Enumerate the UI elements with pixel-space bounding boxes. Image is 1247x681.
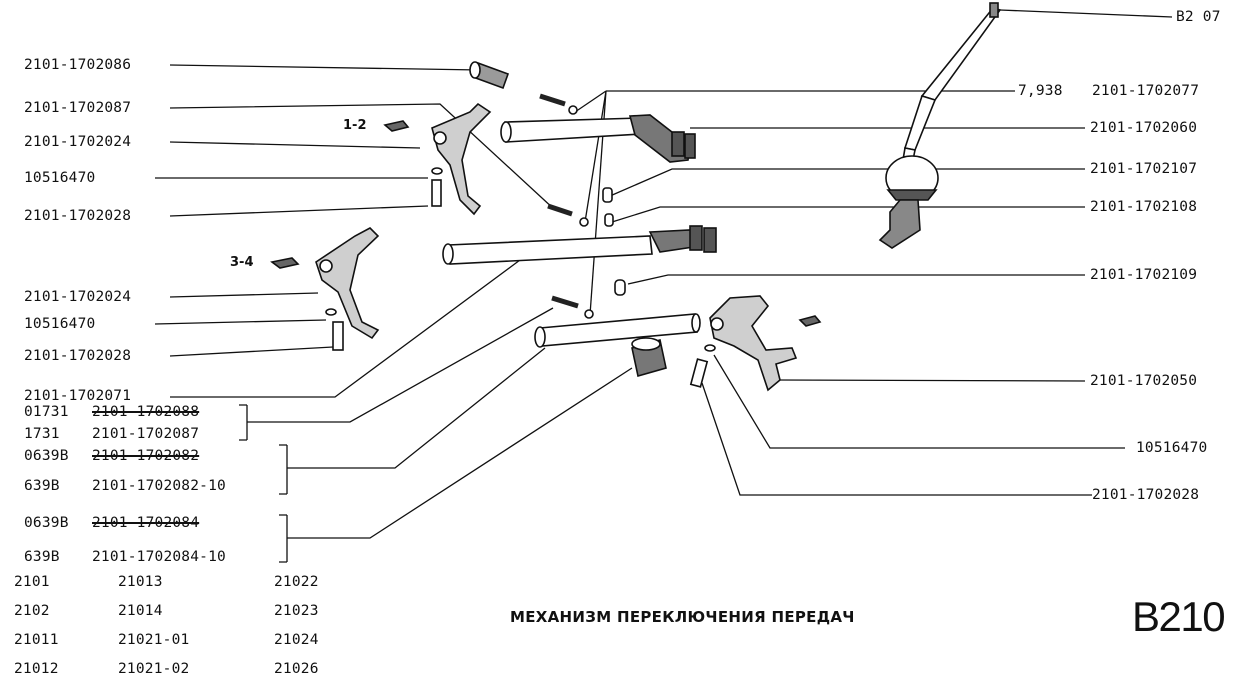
arrow-reverse-icon: [798, 315, 822, 327]
ball-bottom: [584, 309, 594, 319]
page-code: B210: [1132, 593, 1226, 640]
group1-new-part: 2101-1702087: [92, 426, 200, 442]
shaft-3-4: [442, 225, 717, 265]
plunger-109: [614, 279, 626, 296]
label-bushing: 2101-1702086: [24, 57, 132, 73]
plunger-108: [604, 213, 614, 227]
group3-new-part: 2101-1702084-10: [92, 549, 226, 565]
group3-new-code: 639B: [24, 549, 60, 565]
gear-mark-1-2: 1-2: [343, 118, 367, 133]
model-cell: 21021-01: [118, 632, 190, 648]
spring-middle: [547, 203, 573, 217]
group1-new-code: 1731: [24, 426, 60, 442]
model-cell: 2102: [14, 603, 50, 619]
group2-old-code: 0639B: [24, 448, 69, 464]
arrow-1-2-icon: [383, 120, 410, 132]
model-cell: 21023: [274, 603, 319, 619]
label-plunger-108: 2101-1702108: [1090, 199, 1198, 215]
model-cell: 21013: [118, 574, 163, 590]
leader-lines: [154, 9, 1173, 563]
gear-mark-3-4: 3-4: [230, 255, 254, 270]
label-plunger-107: 2101-1702107: [1090, 161, 1198, 177]
model-cell: 21011: [14, 632, 59, 648]
fork-3-4: [315, 227, 380, 340]
ball-top: [568, 105, 578, 115]
label-bolt-3: 2101-1702028: [1092, 487, 1200, 503]
bushing-part: [469, 61, 510, 90]
label-fork-3-4: 2101-1702024: [24, 289, 132, 305]
label-fork-1-2: 2101-1702024: [24, 134, 132, 150]
fork-reverse: [709, 295, 798, 392]
bushing-lower: [631, 337, 667, 378]
label-washer-2: 10516470: [24, 316, 96, 332]
model-cell: 21021-02: [118, 661, 190, 677]
bolt-2: [332, 321, 344, 351]
group2-new-code: 639B: [24, 478, 60, 494]
label-bolt-1: 2101-1702028: [24, 208, 132, 224]
parts: [270, 2, 1002, 392]
fork-1-2: [431, 102, 492, 216]
label-shaft-3-4: 2101-1702071: [24, 388, 132, 404]
plunger-107: [602, 187, 613, 203]
arrow-3-4-icon: [270, 257, 300, 269]
label-ball-size: 7,938: [1018, 83, 1063, 99]
spring-bottom: [551, 295, 579, 309]
group2-new-part: 2101-1702082-10: [92, 478, 226, 494]
ball-middle: [579, 217, 589, 227]
bolt-1: [431, 179, 442, 207]
group1-old-code: 01731: [24, 404, 69, 420]
group3-old-code: 0639B: [24, 515, 69, 531]
label-b2-07: B2 07: [1176, 9, 1221, 25]
label-fork-reverse: 2101-1702050: [1090, 373, 1198, 389]
model-cell: 21012: [14, 661, 59, 677]
washer-3: [704, 344, 716, 352]
label-washer-3: 10516470: [1136, 440, 1208, 456]
label-shaft-1-2: 2101-1702060: [1090, 120, 1198, 136]
washer-1: [431, 167, 443, 175]
model-cell: 21024: [274, 632, 319, 648]
model-cell: 21014: [118, 603, 163, 619]
label-spring: 2101-1702087: [24, 100, 132, 116]
label-ball: 2101-1702077: [1092, 83, 1200, 99]
model-cell: 2101: [14, 574, 50, 590]
washer-2: [325, 308, 337, 316]
gear-lever: [878, 2, 1002, 249]
shaft-reverse: [534, 313, 701, 348]
spring-top: [539, 93, 566, 107]
label-plunger-109: 2101-1702109: [1090, 267, 1198, 283]
group3-old-part: 2101-1702084: [92, 515, 200, 531]
model-cell: 21026: [274, 661, 319, 677]
label-bolt-2: 2101-1702028: [24, 348, 132, 364]
shaft-1-2: [500, 114, 696, 163]
model-cell: 21022: [274, 574, 319, 590]
group2-old-part: 2101-1702082: [92, 448, 200, 464]
bolt-3: [689, 358, 709, 388]
label-washer-1: 10516470: [24, 170, 96, 186]
group1-old-part: 2101-1702088: [92, 404, 200, 420]
page-title: МЕХАНИЗМ ПЕРЕКЛЮЧЕНИЯ ПЕРЕДАЧ: [510, 608, 855, 626]
